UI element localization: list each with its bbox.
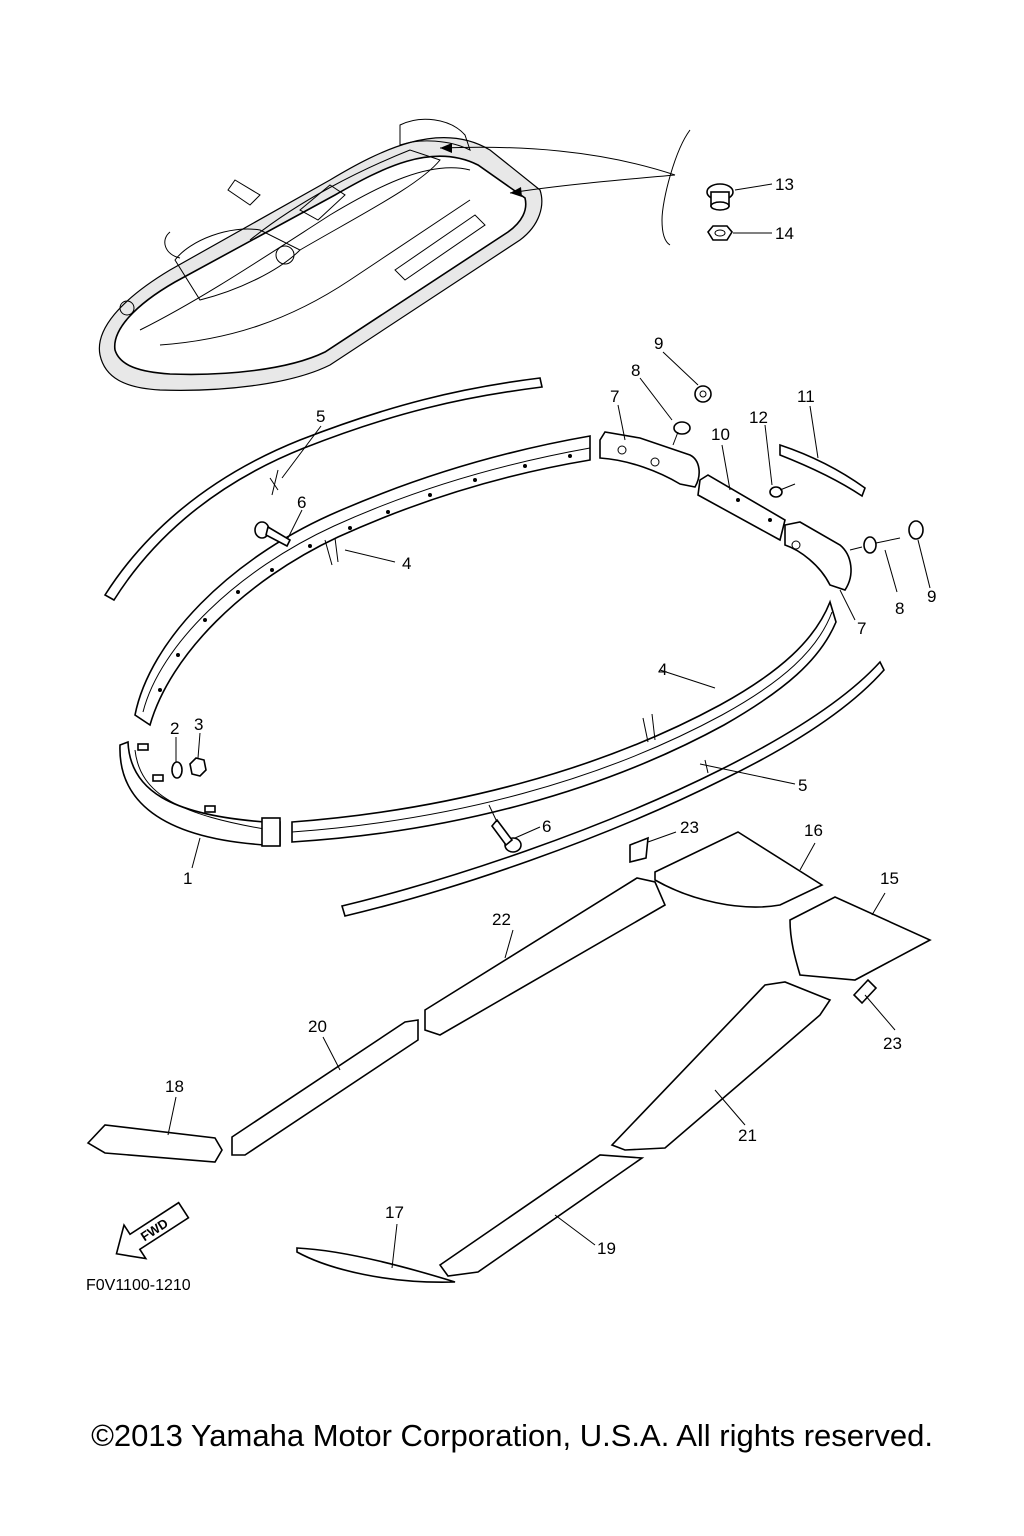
- callout-5-upper: 5: [316, 407, 325, 426]
- bumper-rail-4-left: [134, 435, 591, 727]
- nut-14: [707, 225, 772, 241]
- rivet-8-right: [849, 536, 901, 554]
- watercraft-illustration: [98, 118, 543, 391]
- callout-4-upper: 4: [402, 554, 411, 573]
- decal-23-top: [629, 836, 649, 864]
- screw-6-upper: [254, 521, 292, 548]
- callout-21: 21: [738, 1126, 757, 1145]
- mat-22: [424, 877, 667, 1036]
- gunwale-strip-5-right: [340, 660, 885, 917]
- callout-10: 10: [711, 425, 730, 444]
- drawing-code: F0V1100-1210: [86, 1277, 191, 1294]
- stern-cap-7-right: [784, 521, 852, 591]
- stern-piece-10: [697, 474, 786, 542]
- callout-8-right: 8: [895, 599, 904, 618]
- washer-2: [171, 761, 183, 779]
- callout-13: 13: [775, 175, 794, 194]
- rivet-8-left: [672, 421, 691, 446]
- callout-14: 14: [775, 224, 794, 243]
- mat-18: [86, 1124, 223, 1163]
- copyright-notice: ©2013 Yamaha Motor Corporation, U.S.A. A…: [91, 1418, 933, 1453]
- callout-23-right: 23: [883, 1034, 902, 1053]
- screw-6-lower: [490, 818, 522, 853]
- callout-4-lower: 4: [658, 660, 667, 679]
- callout-1: 1: [183, 869, 192, 888]
- nut-9-right: [908, 520, 924, 540]
- callout-6-upper: 6: [297, 493, 306, 512]
- callout-5-lower: 5: [798, 776, 807, 795]
- mat-21: [610, 981, 832, 1151]
- callout-3: 3: [194, 715, 203, 734]
- callout-2: 2: [170, 719, 179, 738]
- callout-15: 15: [880, 869, 899, 888]
- grommet-13: [706, 183, 773, 211]
- callout-18: 18: [165, 1077, 184, 1096]
- callout-9-left: 9: [654, 334, 663, 353]
- grommet-callout-bracket: [439, 129, 691, 246]
- mat-decals: [86, 831, 932, 1283]
- callout-labels: 1 2 3 4 4 5 5 6 6 7 7 8 8 9 9 10 11 12 1…: [165, 175, 936, 1258]
- callout-7-left: 7: [610, 387, 619, 406]
- nut-9-left: [694, 385, 712, 403]
- callout-23-top: 23: [680, 818, 699, 837]
- bumper-rail-1-bow: [119, 740, 281, 847]
- callout-6-lower: 6: [542, 817, 551, 836]
- bumper-rail-4-right: [291, 599, 837, 843]
- callout-8-left: 8: [631, 361, 640, 380]
- mat-20: [231, 1019, 419, 1156]
- rivet-12: [769, 483, 796, 498]
- leader-lines: [167, 351, 931, 1269]
- callout-9-right: 9: [927, 587, 936, 606]
- callout-12: 12: [749, 408, 768, 427]
- callout-11: 11: [797, 387, 815, 406]
- decal-23-right: [852, 978, 878, 1005]
- callout-19: 19: [597, 1239, 616, 1258]
- callout-7-right: 7: [857, 619, 866, 638]
- strip-11: [779, 443, 866, 498]
- mat-16: [654, 831, 824, 908]
- stern-cap-7-left: [599, 431, 700, 488]
- screws-bow: [137, 743, 216, 813]
- callout-17: 17: [385, 1203, 404, 1222]
- nut-3: [189, 757, 207, 777]
- callout-20: 20: [308, 1017, 327, 1036]
- mat-17: [296, 1247, 456, 1283]
- mat-15: [789, 896, 932, 981]
- gunwale-strip-5-left: [103, 377, 543, 602]
- mat-19: [438, 1154, 645, 1277]
- callout-16: 16: [804, 821, 823, 840]
- callout-22: 22: [492, 910, 511, 929]
- fwd-arrow-icon: FWD: [115, 1201, 190, 1260]
